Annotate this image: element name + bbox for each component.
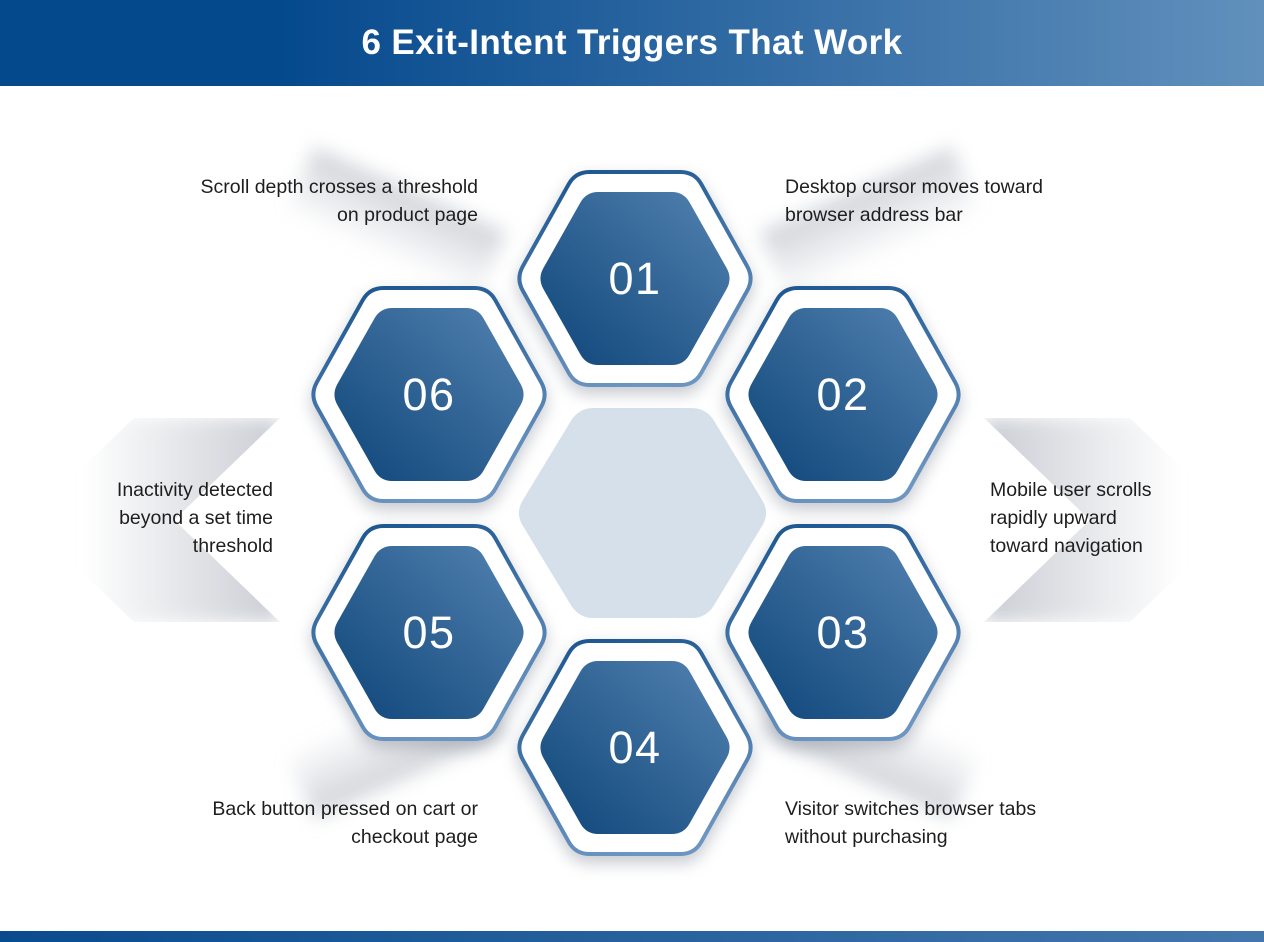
trigger-label-01: Desktop cursor moves toward browser addr…: [785, 176, 1043, 226]
hexagon-shape-06: [311, 286, 547, 503]
hexagon-item-04: 04: [516, 639, 754, 856]
hexagon-item-02: 02: [724, 286, 962, 503]
trigger-label-03: Visitor switches browser tabs without pu…: [785, 798, 1037, 848]
footer-bar: [0, 931, 1264, 942]
hexagon-shape-01: [517, 170, 753, 387]
page-title: 6 Exit-Intent Triggers That Work: [361, 23, 903, 62]
hexagon-shape-02: [725, 286, 961, 503]
trigger-label-04: Back button pressed on cart or checkout …: [212, 798, 478, 848]
trigger-label-02: Mobile user scrolls rapidly upward towar…: [990, 479, 1152, 557]
hexagon-number-04: 04: [608, 721, 662, 773]
hexagon-item-05: 05: [310, 524, 548, 741]
hexagon-shape-04: [517, 639, 753, 856]
hexagon-number-02: 02: [816, 368, 870, 420]
hexagon-shape-03: [725, 524, 961, 741]
hexagon-item-06: 06: [310, 286, 548, 503]
header-banner: 6 Exit-Intent Triggers That Work: [0, 0, 1264, 86]
hexagon-shape-05: [311, 524, 547, 741]
hexagon-item-01: 01: [516, 170, 754, 387]
trigger-label-05: Inactivity detected beyond a set time th…: [116, 479, 273, 557]
hexagon-number-06: 06: [402, 368, 456, 420]
trigger-label-06: Scroll depth crosses a threshold on prod…: [200, 176, 478, 226]
hexagon-number-03: 03: [816, 606, 870, 658]
hexagon-number-01: 01: [608, 252, 662, 304]
hexagon-number-05: 05: [402, 606, 456, 658]
center-hexagon: [515, 408, 770, 618]
hexagon-item-03: 03: [724, 524, 962, 741]
center-hexagon-shape: [518, 408, 767, 618]
